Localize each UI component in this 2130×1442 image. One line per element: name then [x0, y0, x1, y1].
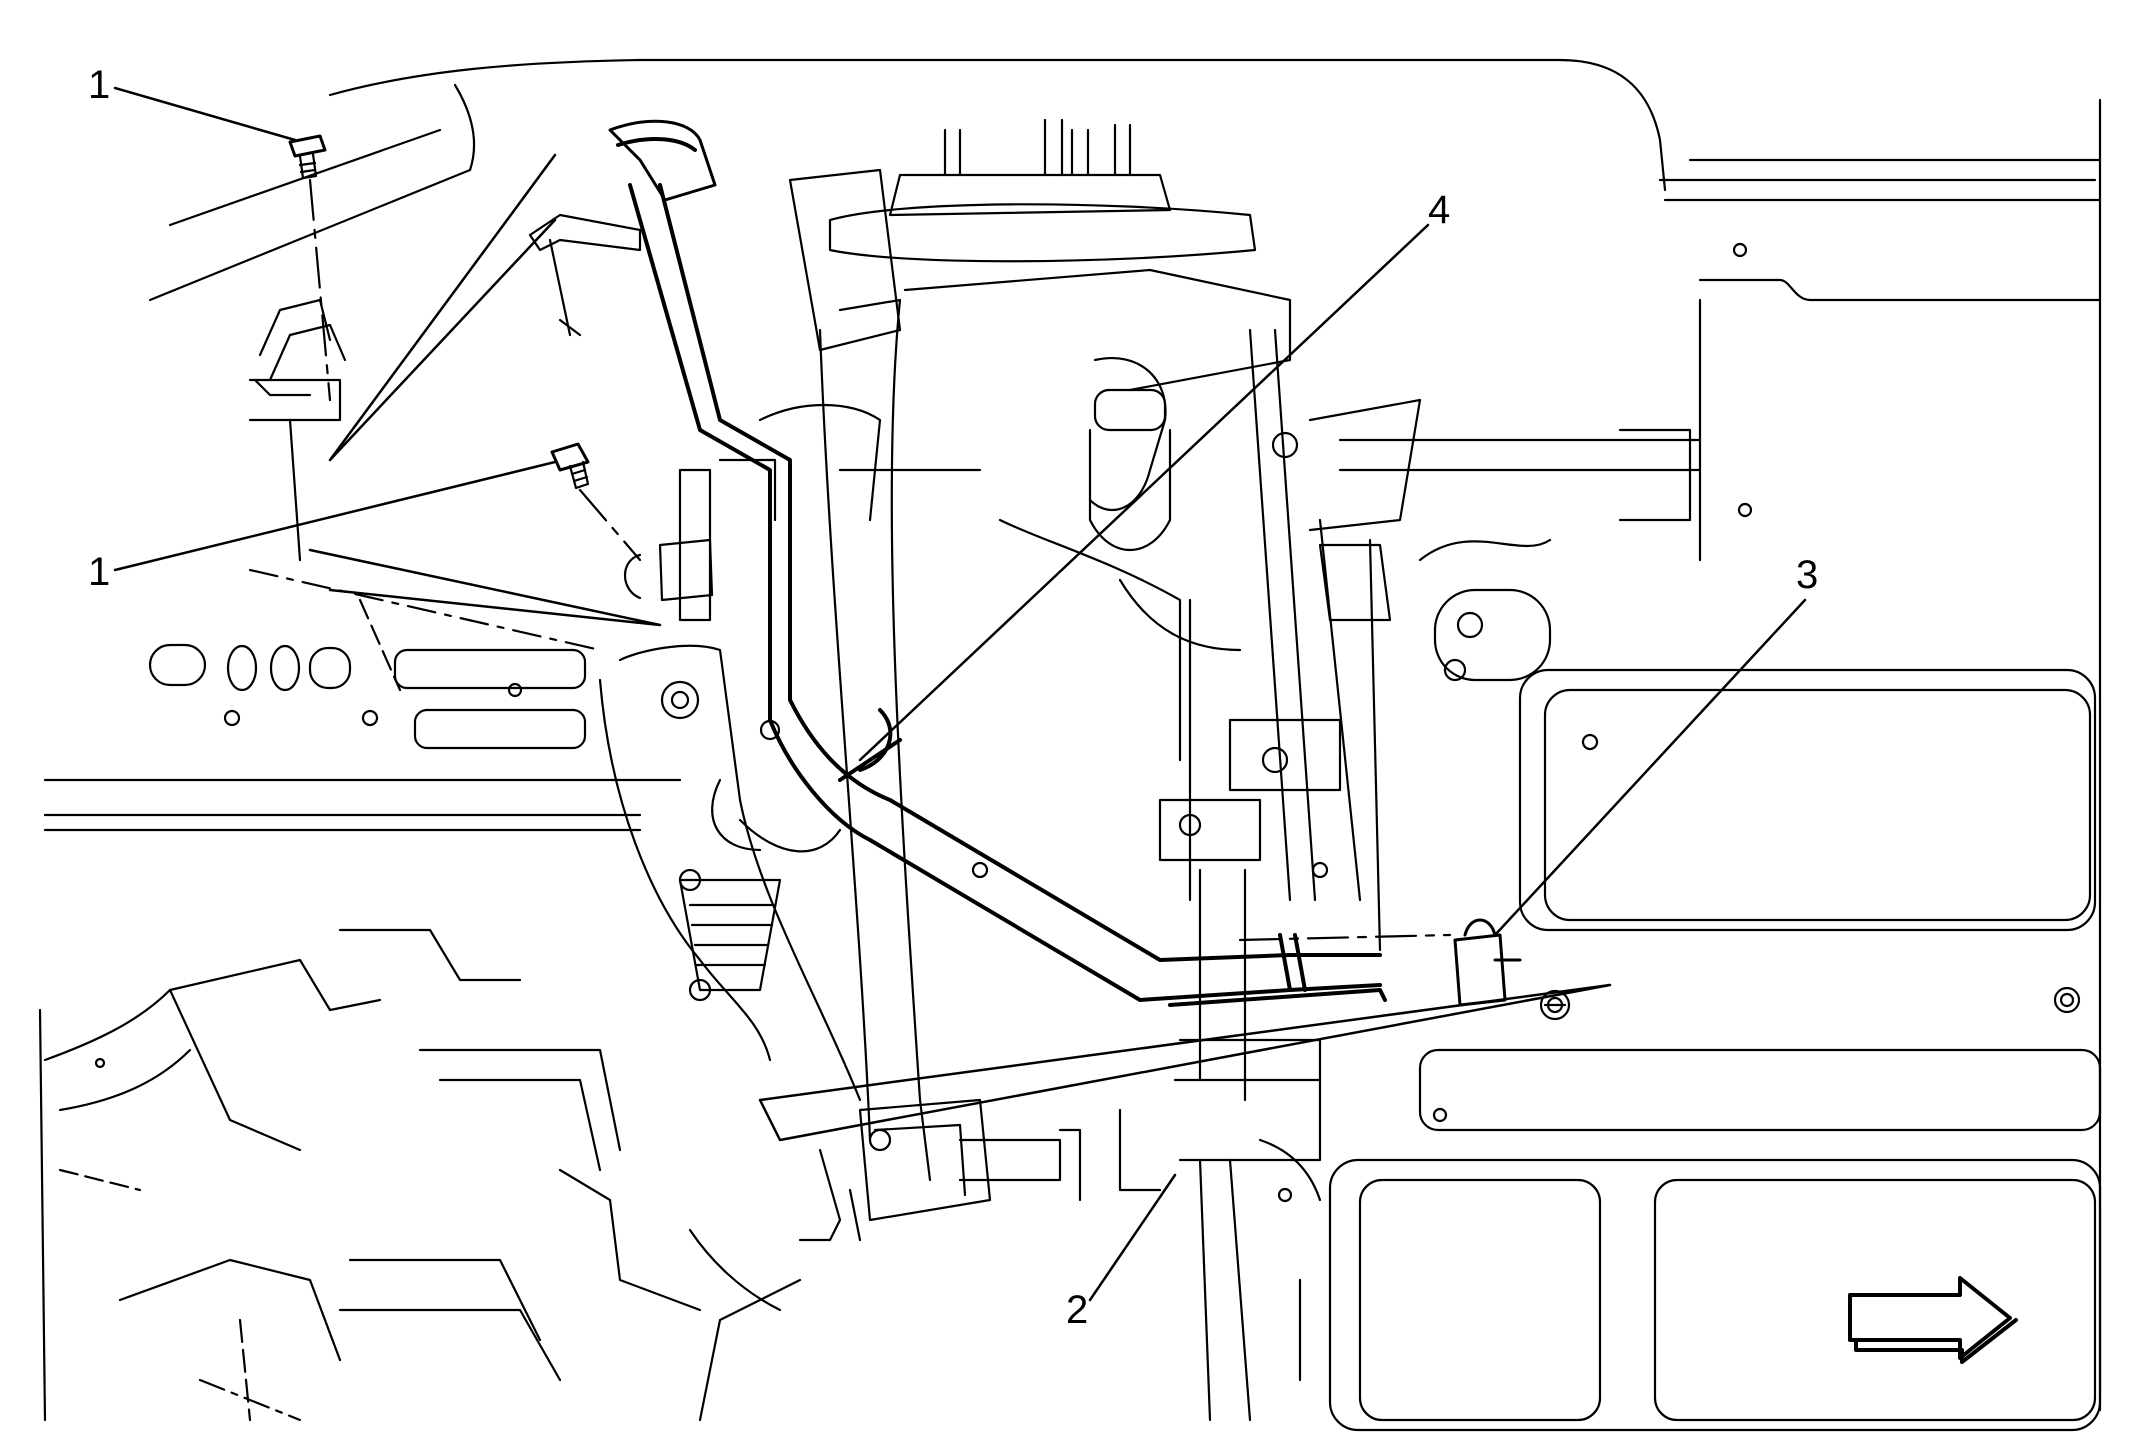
misc-hardware [848, 242, 1753, 1382]
filler-neck-clip [528, 213, 642, 337]
coil-spring [678, 868, 782, 1002]
callout-4: 4 [1428, 188, 1451, 232]
right-floor-panel [1277, 538, 2102, 1432]
fuel-filler-pipe [608, 119, 1387, 1007]
trailing-link [1118, 1038, 1322, 1422]
filler-pipe-clip [1453, 918, 1522, 1007]
callout-1-upper: 1 [88, 63, 111, 107]
detail-view-pointer [308, 153, 1612, 1142]
frame-rail [38, 568, 682, 1422]
wheel-house [598, 644, 862, 1102]
assembly-guide-lines [308, 178, 1452, 942]
callout-1-lower: 1 [88, 550, 111, 594]
bolt-icon [550, 442, 590, 490]
bolt-icon [288, 134, 327, 180]
upper-body-panel [148, 58, 2102, 1412]
direction-arrow-icon [1848, 1276, 2018, 1364]
lower-left-floor-pan [43, 928, 802, 1422]
callout-2: 2 [1066, 1288, 1089, 1332]
upper-left-bracket [248, 298, 347, 562]
strut-assembly [758, 118, 1702, 1102]
callout-3: 3 [1796, 553, 1819, 597]
filler-pipe-bracket [624, 458, 777, 622]
callout-leaders [113, 86, 1807, 1302]
lower-control-arm [798, 298, 1082, 1242]
